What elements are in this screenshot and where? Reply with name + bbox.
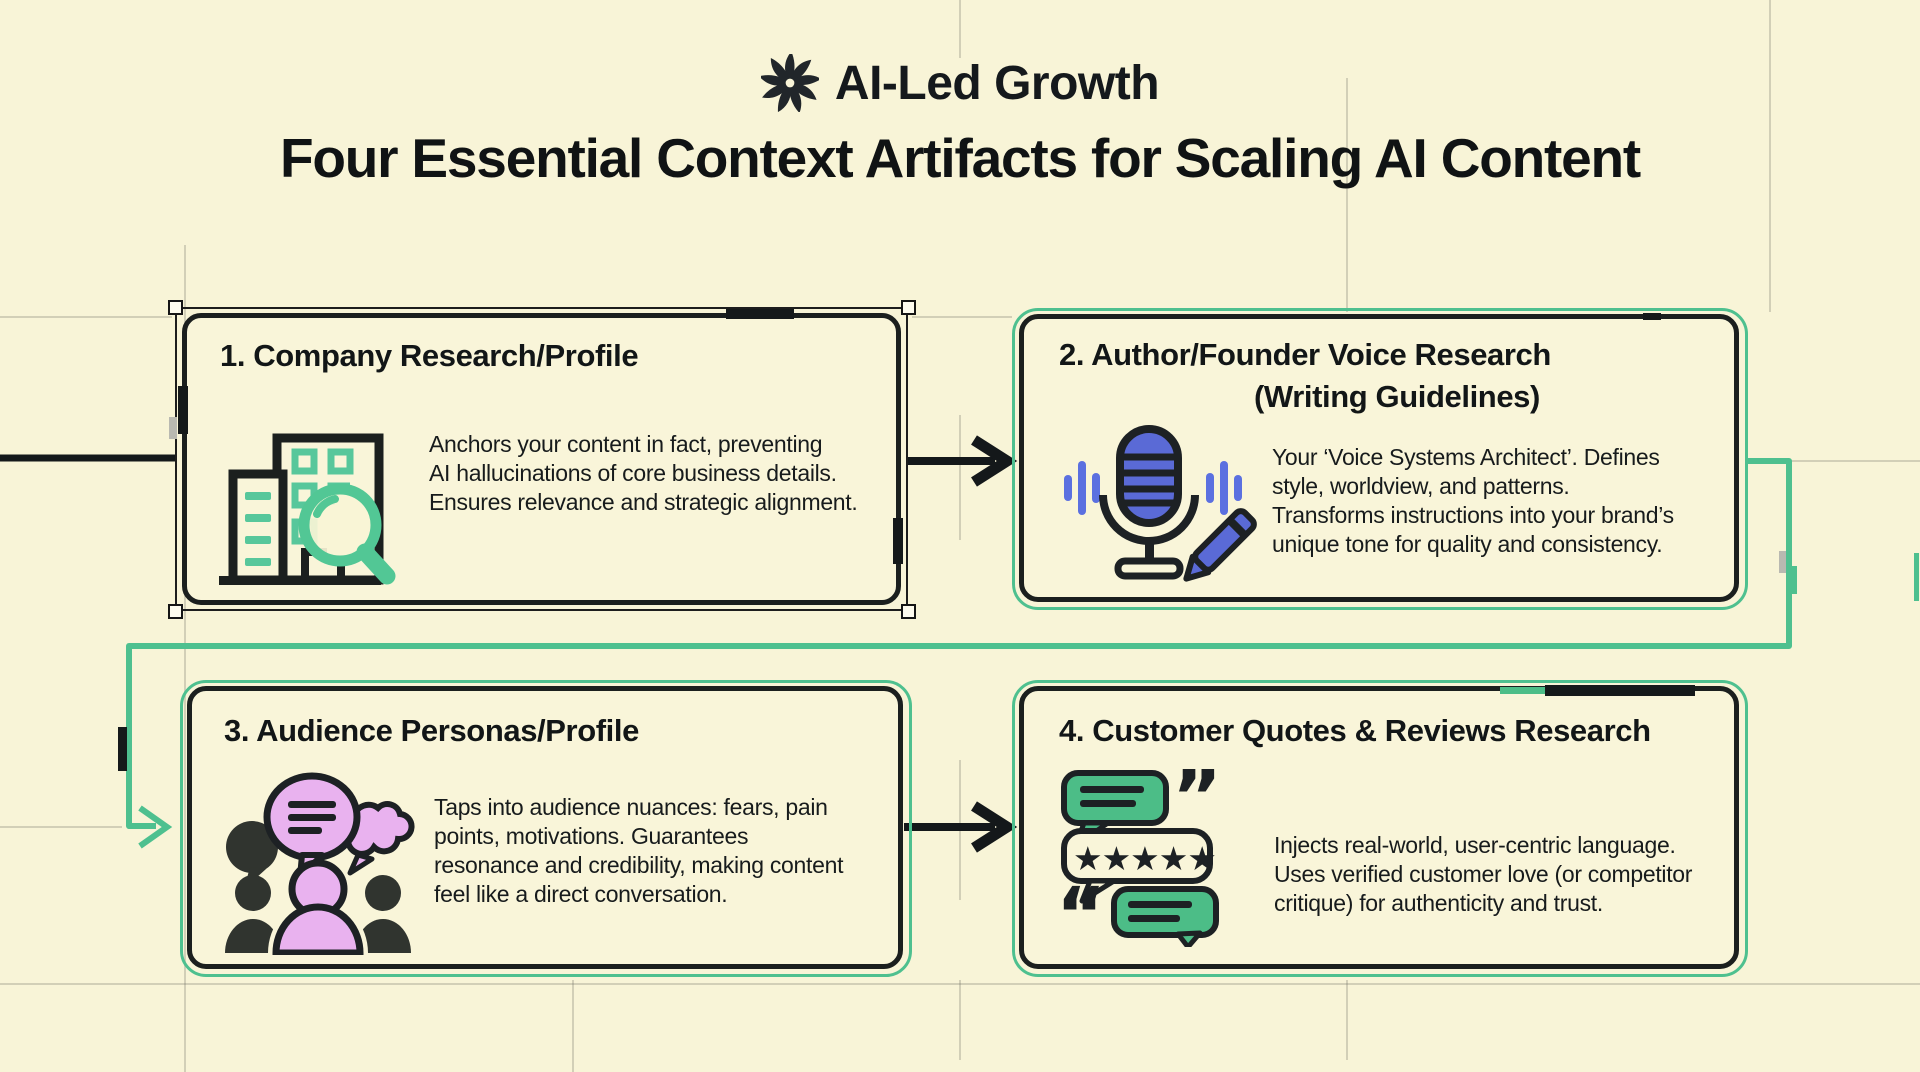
arrowhead-card4 [971, 801, 1018, 853]
gridline-vertical [1769, 0, 1771, 312]
gridline-vertical [959, 760, 961, 900]
gridline-horizontal [0, 983, 1920, 985]
gridline-vertical [1346, 78, 1348, 312]
audience-personas-icon [225, 772, 415, 955]
drag-handle-mark [169, 417, 177, 439]
brand-name: AI-Led Growth [834, 56, 1160, 110]
gridline-vertical [572, 980, 574, 1072]
card-body-text: Your ‘Voice Systems Architect’. Defines … [1272, 444, 1674, 557]
selection-handle-top-left[interactable] [168, 300, 183, 315]
card-title: 4. Customer Quotes & Reviews Research [1059, 713, 1651, 748]
card-body-text: Injects real-world, user-centric languag… [1274, 832, 1693, 916]
gridline-horizontal [0, 826, 122, 828]
ink-mark [178, 386, 188, 434]
card-audience-personas[interactable]: 3. Audience Personas/Profile [187, 686, 903, 969]
page-title: Four Essential Context Artifacts for Sca… [279, 127, 1641, 189]
card-voice-research[interactable]: 2. Author/Founder Voice Research (Writin… [1019, 314, 1739, 602]
card-outline-green: 4. Customer Quotes & Reviews Research ” … [1012, 680, 1748, 977]
card-outline-green: 2. Author/Founder Voice Research (Writin… [1012, 308, 1748, 610]
ink-mark-green [1792, 566, 1797, 594]
card-company-research[interactable]: 1. Company Research/Profile [182, 313, 901, 605]
selection-handle-bottom-right[interactable] [901, 604, 916, 619]
gridline-horizontal [912, 316, 1012, 318]
ink-mark [726, 309, 794, 319]
card-body-text: Taps into audience nuances: fears, pain … [434, 794, 844, 907]
card-title: 3. Audience Personas/Profile [224, 713, 639, 748]
card-title-line2: (Writing Guidelines) [1254, 379, 1540, 414]
card-title: 1. Company Research/Profile [220, 338, 639, 373]
drag-handle-mark [1779, 551, 1786, 573]
gridline-vertical [1346, 980, 1348, 1060]
selection-handle-top-right[interactable] [901, 300, 916, 315]
ink-mark [1545, 685, 1695, 696]
green-arrowhead-card3 [138, 805, 173, 849]
ink-mark [118, 727, 127, 771]
gridline-vertical [959, 980, 961, 1060]
ink-mark [1643, 313, 1661, 320]
ink-mark-green [1500, 687, 1545, 694]
pinwheel-logo-icon [760, 54, 819, 112]
selection-frame[interactable] [175, 307, 908, 611]
arrowhead-card2 [971, 435, 1018, 487]
gridline-vertical [959, 415, 961, 540]
gridline-horizontal [0, 316, 172, 318]
ink-mark [893, 518, 903, 564]
ink-mark-green [1914, 553, 1919, 601]
brand-header: AI-Led Growth [0, 54, 1920, 112]
opening-quote-glyph: “ [1060, 870, 1106, 947]
gridline-vertical [959, 0, 961, 58]
gridline-horizontal [1750, 460, 1920, 462]
selection-handle-bottom-left[interactable] [168, 604, 183, 619]
card-body-text: Anchors your content in fact, preventing… [429, 431, 858, 515]
five-star-rating-glyph: ★★★★★ [1073, 839, 1216, 878]
card-title: 2. Author/Founder Voice Research (Writin… [1059, 337, 1551, 415]
microphone-pen-icon [1064, 425, 1257, 582]
card-customer-quotes[interactable]: 4. Customer Quotes & Reviews Research ” … [1019, 686, 1739, 969]
customer-quotes-reviews-icon: ” ★★★★★ “ [1060, 769, 1222, 947]
card-title-line1: 2. Author/Founder Voice Research [1059, 337, 1551, 372]
card-outline-green: 3. Audience Personas/Profile [180, 680, 912, 977]
company-buildings-magnifier-icon [219, 433, 396, 585]
